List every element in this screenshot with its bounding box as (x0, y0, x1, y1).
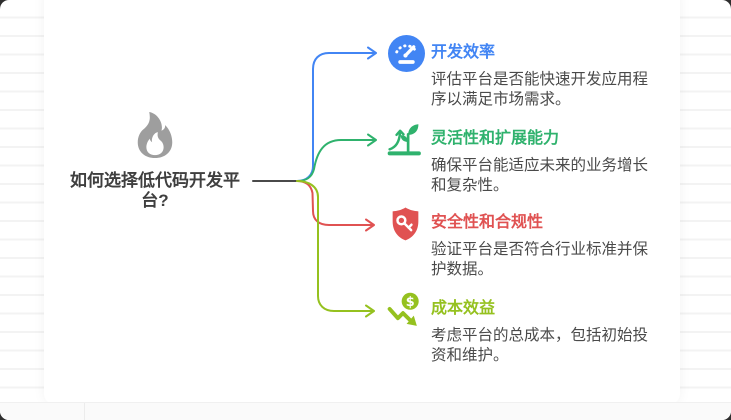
sprout-growth-icon (387, 124, 421, 156)
branch-node-development-efficiency[interactable]: 开发效率 评估平台是否能快速开发应用程序以满足市场需求。 (431, 42, 671, 109)
bottom-bar (0, 402, 731, 420)
link-flexibility (296, 133, 377, 182)
branch-title: 成本效益 (431, 300, 496, 317)
branch-title: 灵活性和扩展能力 (431, 130, 560, 147)
mindmap-card (44, 0, 680, 404)
svg-text:$: $ (406, 295, 415, 310)
branch-node-flexibility-scalability[interactable]: 灵活性和扩展能力 确保平台能适应未来的业务增长和复杂性。 (431, 128, 671, 195)
flame-icon (137, 112, 173, 158)
branch-description: 验证平台是否符合行业标准并保护数据。 (431, 241, 649, 278)
branch-node-cost-effectiveness[interactable]: 成本效益 考虑平台的总成本，包括初始投资和维护。 (431, 298, 671, 365)
branch-title: 安全性和合规性 (431, 214, 544, 231)
ruled-lines-right (678, 0, 731, 400)
coin-decrease-icon: $ (387, 292, 419, 326)
bottom-bar-divider (84, 403, 85, 420)
branch-title: 开发效率 (431, 44, 496, 61)
branch-description: 确保平台能适应未来的业务增长和复杂性。 (431, 157, 649, 194)
link-cost (296, 180, 375, 318)
root-title: 如何选择低代码开发平台? (70, 171, 240, 210)
ruled-lines-left (0, 0, 46, 400)
branch-description: 考虑平台的总成本，包括初始投资和维护。 (431, 327, 649, 364)
speedometer-icon (388, 35, 425, 72)
link-security (296, 180, 375, 232)
branch-connector-links (252, 46, 377, 318)
branch-node-security-compliance[interactable]: 安全性和合规性 验证平台是否符合行业标准并保护数据。 (431, 212, 671, 279)
link-development-efficiency (296, 46, 377, 182)
branch-description: 评估平台是否能快速开发应用程序以满足市场需求。 (431, 71, 649, 108)
shield-key-icon (392, 207, 419, 241)
root-node[interactable]: 如何选择低代码开发平台? (52, 112, 258, 211)
